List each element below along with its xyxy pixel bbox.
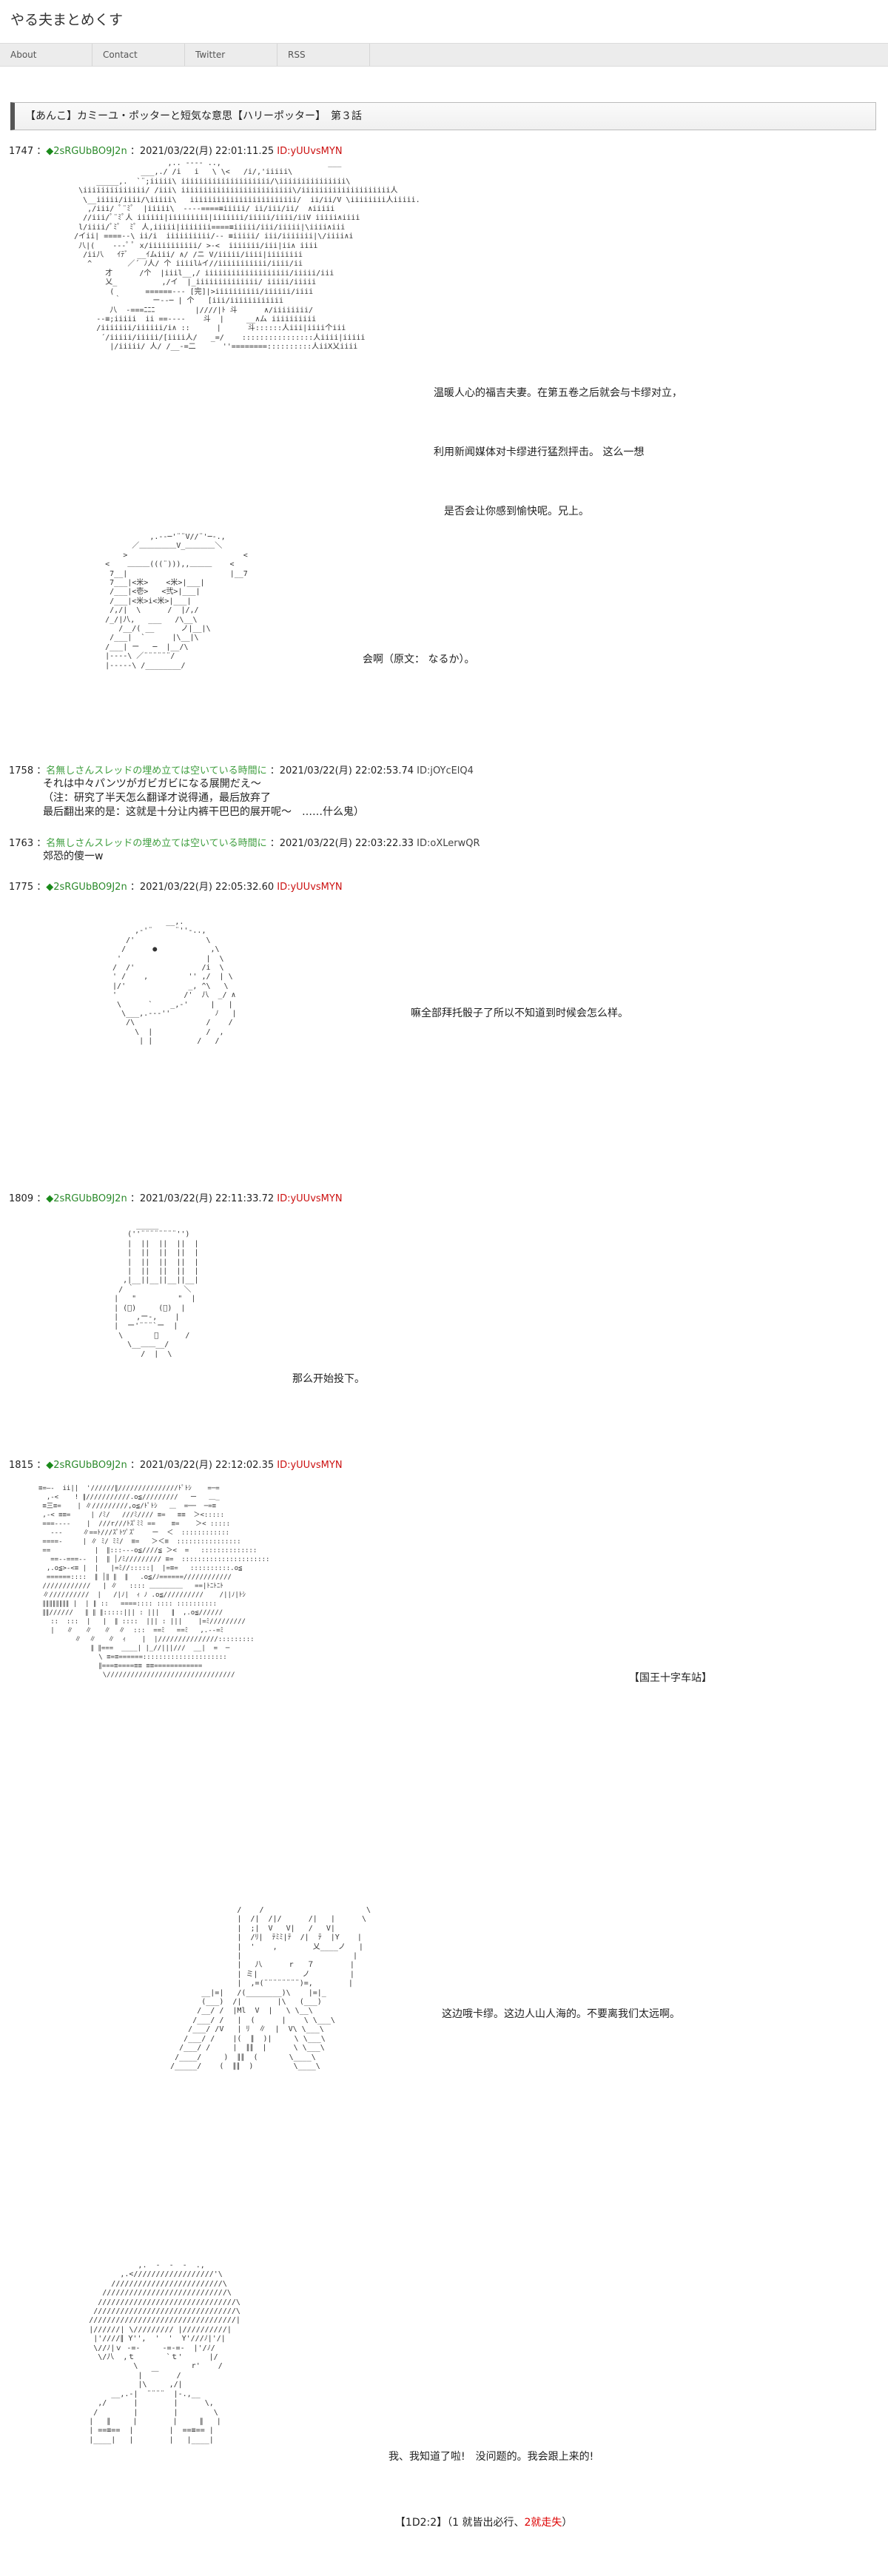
poster-name: 名無しさんスレッドの埋め立ては空いている時間に	[46, 838, 267, 849]
dice-outcome: 2就走失	[524, 2517, 562, 2529]
dialog-text: 那么开始投下。	[292, 1373, 365, 1385]
post-number: 1775	[9, 882, 34, 893]
ascii-art-character: ,.--─'¨¨V//¨'─-., ／＿＿＿＿＿V_＿＿＿＿＼ > < < ＿＿…	[105, 533, 248, 670]
poster-name: 2sRGUbBO9J2n	[53, 1460, 127, 1471]
dialog-text: 这边哦卡缪。这边人山人海的。不要离我们太远啊。	[442, 2008, 680, 2020]
ascii-art-character: __,. ,‐'¨ ¨''‐.., /' \ / ● ,\ ' | \ / /'…	[112, 918, 237, 1046]
post-number: 1763	[9, 838, 34, 849]
ascii-art-character-group: ,.. ---- .., ___ ___,./ /i i \ \< /i/,'i…	[74, 159, 420, 352]
poster-name: 2sRGUbBO9J2n	[53, 146, 127, 157]
dice-description: （1 就皆出必行、	[447, 2517, 525, 2529]
dialog-line: 温暖人心的福吉夫妻。在第五卷之后就会与卡缪对立，	[434, 387, 682, 399]
post-date: 2021/03/22(月) 22:03:22.33	[279, 838, 414, 849]
dialog-line: 是否会让你感到愉快呢。兄上。	[434, 506, 589, 517]
poster-name: 2sRGUbBO9J2n	[53, 1193, 127, 1204]
post-header: 1815 ：◆2sRGUbBO9J2n ：2021/03/22(月) 22:12…	[9, 1460, 343, 1471]
top-navigation: About Contact Twitter RSS	[0, 43, 888, 67]
post-header: 1747 ：◆2sRGUbBO9J2n ：2021/03/22(月) 22:01…	[9, 146, 343, 157]
comment-line: 郊恐的傻一w	[43, 851, 104, 862]
poster-id[interactable]: ID:yUUvsMYN	[277, 1460, 343, 1471]
dialog-text: 【国王十字车站】	[629, 1672, 712, 1684]
post-header: 1758 ：名無しさんスレッドの埋め立ては空いている時間に ：2021/03/2…	[9, 765, 474, 777]
post-number: 1815	[9, 1460, 34, 1471]
dialog-text: 温暖人心的福吉夫妻。在第五卷之后就会与卡缪对立， 利用新闻媒体对卡缪进行猛烈抨击…	[434, 352, 682, 536]
dialog-text: 会啊（原文： なるか）。	[363, 654, 475, 665]
trip-mark: ◆	[46, 1193, 54, 1204]
ascii-art-station-scene: ≡=―- ii|| '//////∥///////////////ﾄﾟﾄｼ =─…	[38, 1485, 270, 1679]
post-number: 1809	[9, 1193, 34, 1204]
dice-close: ）	[562, 2517, 573, 2529]
post-number: 1747	[9, 146, 34, 157]
trip-mark: ◆	[46, 882, 54, 893]
dialog-line: 利用新闻媒体对卡缪进行猛烈抨击。 这么一想	[434, 446, 645, 458]
post-number: 1758	[9, 765, 34, 777]
post-date: 2021/03/22(月) 22:12:02.35	[139, 1460, 275, 1471]
nav-about[interactable]: About	[0, 44, 92, 66]
comment-line: （注：研究了半天怎么翻译才说得通，最后放弃了	[43, 792, 271, 804]
ascii-art-character: ,. - ‐ - ., ,.<//////////////////'\ ////…	[89, 2261, 240, 2444]
dice-roll: 【1D2:2】	[394, 2517, 448, 2529]
post-comment: それは中々パンツがガビガビになる展開だえ～ （注：研究了半天怎么翻译才说得通，最…	[43, 777, 364, 819]
post-date: 2021/03/22(月) 22:01:11.25	[139, 146, 275, 157]
post-date: 2021/03/22(月) 22:11:33.72	[139, 1193, 275, 1204]
poster-name: 名無しさんスレッドの埋め立ては空いている時間に	[46, 765, 267, 777]
comment-line: 最后翻出来的是：这就是十分让内裤干巴巴的展开呢～ ……什么鬼）	[43, 806, 364, 818]
post-comment: 郊恐的傻一w	[43, 850, 103, 864]
poster-id[interactable]: ID:oXLerwQR	[417, 838, 480, 849]
ascii-art-character: _____ (''¨¨¨¨¨¨¨¨'') | || || || | | || |…	[114, 1221, 199, 1358]
dice-result: 【1D2:2】（1 就皆出必行、2就走失）	[388, 2498, 573, 2531]
poster-id[interactable]: ID:yUUvsMYN	[277, 146, 343, 157]
poster-id[interactable]: ID:yUUvsMYN	[277, 1193, 343, 1204]
comment-line: それは中々パンツがガビガビになる展開だえ～	[43, 778, 261, 790]
ascii-art-character: / / \ | /| /|/ /| | \ | ;| V V| / V| | /…	[170, 1906, 371, 2070]
post-date: 2021/03/22(月) 22:05:32.60	[139, 882, 275, 893]
nav-rss[interactable]: RSS	[278, 44, 370, 66]
post-header: 1775 ：◆2sRGUbBO9J2n ：2021/03/22(月) 22:05…	[9, 882, 343, 893]
article-title[interactable]: 【あんこ】カミーユ・ポッターと短気な意思【ハリーポッター】 第３話	[10, 102, 876, 130]
nav-twitter[interactable]: Twitter	[185, 44, 278, 66]
poster-id[interactable]: ID:jOYcElQ4	[417, 765, 474, 777]
poster-id[interactable]: ID:yUUvsMYN	[277, 882, 343, 893]
post-header: 1809 ：◆2sRGUbBO9J2n ：2021/03/22(月) 22:11…	[9, 1193, 343, 1204]
trip-mark: ◆	[46, 146, 54, 157]
trip-mark: ◆	[46, 1460, 54, 1471]
poster-name: 2sRGUbBO9J2n	[53, 882, 127, 893]
dialog-text: 我、我知道了啦! 没问题的。我会跟上来的!	[388, 2451, 594, 2463]
post-date: 2021/03/22(月) 22:02:53.74	[279, 765, 414, 777]
nav-contact[interactable]: Contact	[92, 44, 185, 66]
site-title[interactable]: やる夫まとめくす	[10, 12, 124, 28]
post-header: 1763 ：名無しさんスレッドの埋め立ては空いている時間に ：2021/03/2…	[9, 838, 480, 849]
dialog-text: 嘛全部拜托骰子了所以不知道到时候会怎么样。	[411, 1007, 628, 1019]
